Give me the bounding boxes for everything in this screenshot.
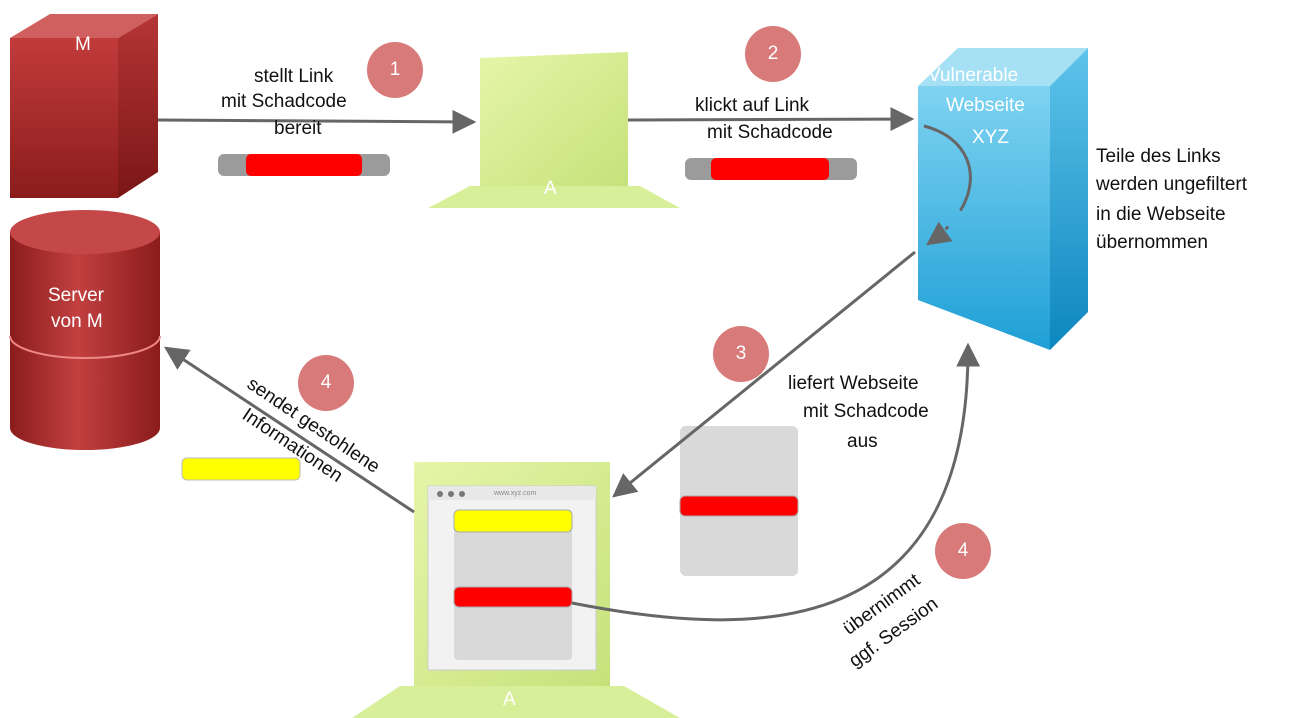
stolen-info-bar — [181, 457, 301, 481]
payload-bar-1 — [218, 154, 390, 176]
laptop-bottom-label: A — [503, 689, 516, 710]
step-badge-1: 1 — [367, 42, 423, 98]
website-label-line1: Vulnerable — [928, 65, 1019, 86]
arrow-step-4-left — [163, 346, 415, 514]
website-label-line2: Webseite — [946, 95, 1025, 116]
annotation-line4: übernommen — [1096, 232, 1208, 253]
step3-line2: mit Schadcode — [803, 401, 929, 422]
server-label-line1: Server — [48, 285, 104, 306]
laptop-top-label: A — [544, 178, 557, 199]
website-box-icon — [918, 48, 1088, 350]
arrow-step-1 — [157, 109, 477, 134]
step-badge-3: 3 — [713, 326, 769, 382]
website-label-line3: XYZ — [972, 127, 1009, 148]
arrow-step-4-right — [571, 342, 981, 622]
payload-bar-2 — [685, 158, 857, 180]
browser-url: www.xyz.com — [494, 490, 537, 497]
laptop-top-icon — [428, 52, 680, 208]
annotation-line1: Teile des Links — [1096, 146, 1221, 167]
arrow-step-3 — [612, 250, 916, 498]
annotation-line3: in die Webseite — [1096, 204, 1226, 225]
annotation-line2: werden ungefiltert — [1096, 174, 1248, 195]
arrow-inject — [923, 124, 972, 246]
step1-line1: stellt Link — [254, 66, 334, 87]
attacker-cube-icon — [10, 14, 158, 198]
server-label-line2: von M — [51, 311, 103, 332]
delivered-page-icon — [679, 426, 799, 576]
step-badge-4-right: 4 — [935, 523, 991, 579]
server-cylinder-icon — [9, 210, 161, 450]
step3-line1: liefert Webseite — [788, 373, 919, 394]
step-badge-4-left: 4 — [298, 355, 354, 411]
step-badge-2: 2 — [745, 26, 801, 82]
step1-line2: mit Schadcode — [221, 91, 347, 112]
laptop-bottom-icon — [352, 462, 680, 718]
step3-line3: aus — [847, 431, 878, 452]
attacker-label: M — [75, 34, 91, 55]
arrow-step-2 — [627, 107, 915, 132]
step2-line2: mit Schadcode — [707, 122, 833, 143]
step2-line1: klickt auf Link — [695, 95, 810, 116]
step1-line3: bereit — [274, 118, 322, 139]
